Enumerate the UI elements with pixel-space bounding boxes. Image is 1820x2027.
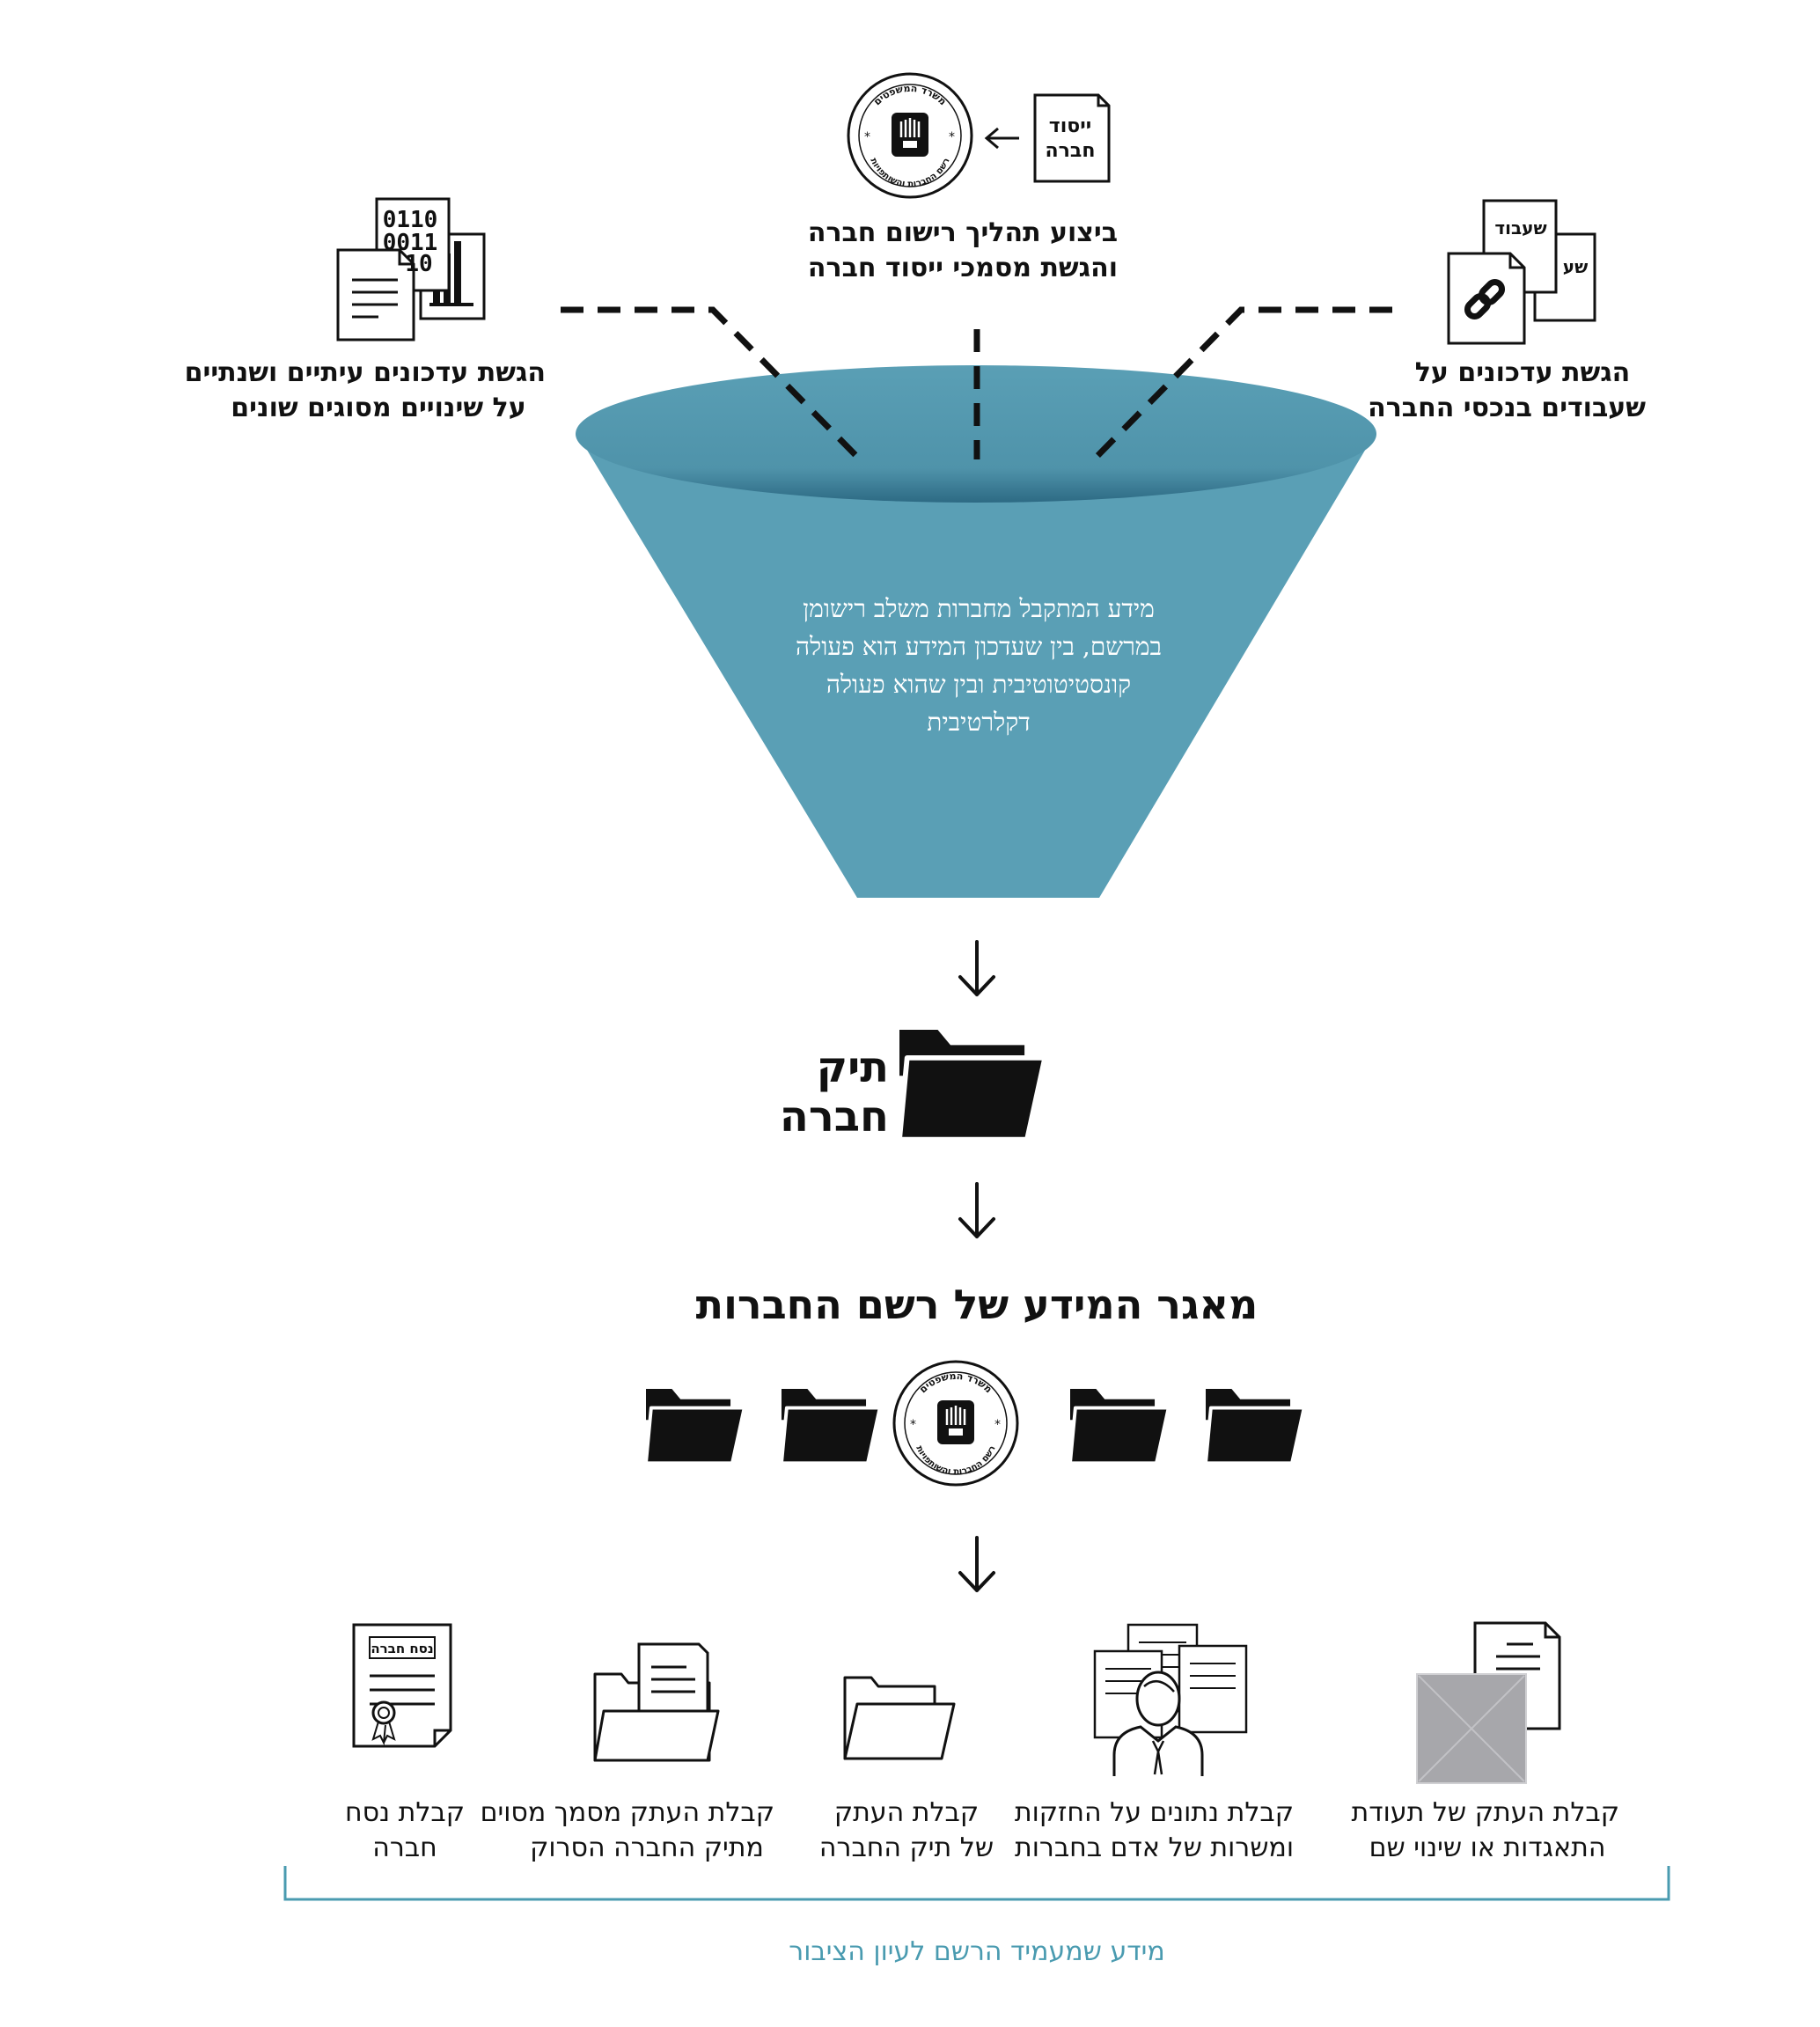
funnel (576, 365, 1376, 898)
database-folder-icon-4 (1204, 1387, 1306, 1465)
founding-document-label-word: חברה (1046, 140, 1096, 162)
arrow-left-icon (984, 127, 1019, 150)
service-label-2: קבלת העתק מסמך מסוים מתיק החברה הסרוק (480, 1796, 774, 1866)
ministry-stamp-top: משרד המשפטים רשם החברות והשותפויות (847, 72, 973, 199)
binary-text-line-2: 0011 (383, 230, 438, 256)
founding-document-icon (1033, 93, 1111, 183)
service-label-2-line1: קבלת העתק מסמך מסוים (480, 1797, 774, 1828)
certificate-document-icon (352, 1623, 452, 1748)
reports-documents-icon (336, 197, 486, 342)
database-folder-icon-2 (780, 1387, 882, 1465)
service-label-2-line2: מתיק החברה הסרוק (530, 1832, 764, 1863)
certificate-document-title: נסח חברה (371, 1641, 433, 1656)
link-chain-icon (1464, 278, 1506, 320)
public-info-bracket (283, 1866, 1670, 1901)
person-documents-icon (1093, 1623, 1248, 1776)
lien-updates-caption-line1: הגשת עדכונים על (1414, 357, 1631, 388)
lien-document-label-2: שע (1563, 256, 1589, 277)
founding-document-label: ייסוד חברה (1046, 115, 1096, 162)
founding-caption: ביצוע תהליך רישום חברה והגשת מסמכי ייסוד… (807, 216, 1118, 286)
company-file-label-line1: תיק (816, 1043, 889, 1092)
service-label-1-line2: חברה (372, 1832, 437, 1863)
lien-documents-icon (1447, 199, 1596, 345)
down-arrow-icon-2 (958, 1182, 995, 1238)
service-label-3: קבלת העתק של תיק החברה (810, 1796, 1003, 1866)
ministry-stamp-database: משרד המשפטים רשם החברות והשותפויות (892, 1360, 1019, 1487)
image-placeholder-document-icon (1416, 1621, 1561, 1784)
funnel-description: מידע המתקבל מחברות משלב רישומן במרשם, בי… (796, 594, 1162, 737)
service-label-1-line1: קבלת נסח (344, 1797, 465, 1828)
periodic-updates-caption: הגשת עדכונים עיתיים ושנתיים על שינויים מ… (184, 356, 546, 426)
founding-caption-line2: והגשת מסמכי ייסוד חברה (807, 253, 1118, 283)
open-folder-icon (843, 1676, 956, 1760)
inflow-dashed-lines (561, 306, 1392, 460)
service-label-4-line1: קבלת נתונים על החזקות (1014, 1797, 1294, 1828)
folder-with-document-icon (593, 1642, 720, 1762)
lien-document-label: שעבוד (1494, 217, 1546, 239)
binary-text-line-1: 0110 (383, 207, 438, 233)
periodic-updates-caption-line2: על שינויים מסוגים שונים (231, 393, 526, 423)
service-label-1: קבלת נסח חברה (308, 1796, 502, 1866)
database-folder-icon-1 (644, 1387, 746, 1465)
service-label-5: קבלת העתק של תעודת התאגדות או שינוי שם (1351, 1796, 1619, 1866)
founding-caption-line1: ביצוע תהליך רישום חברה (807, 217, 1118, 248)
database-title: מאגר המידע של רשם החברות (695, 1281, 1259, 1328)
service-label-4: קבלת נתונים על החזקות ומשרות של אדם בחבר… (1014, 1796, 1294, 1866)
company-file-label: תיק חברה (766, 1043, 889, 1142)
database-folder-icon-3 (1068, 1387, 1171, 1465)
lien-updates-caption: הגשת עדכונים על שעבודים בנכסי החברה (1368, 356, 1646, 426)
funnel-body (577, 434, 1375, 898)
service-label-4-line2: ומשרות של אדם בחברות (1015, 1832, 1294, 1863)
right-inflow-line (1093, 306, 1392, 460)
public-info-note: מידע שמעמיד הרשם לעיון הציבור (789, 1936, 1165, 1967)
service-label-3-line1: קבלת העתק (833, 1797, 980, 1828)
company-file-folder-icon (899, 1030, 1045, 1140)
left-inflow-line (561, 306, 861, 460)
funnel-rim (576, 365, 1376, 503)
service-label-5-line2: התאגדות או שינוי שם (1369, 1832, 1606, 1863)
company-file-label-line2: חברה (779, 1092, 889, 1142)
lien-updates-caption-line2: שעבודים בנכסי החברה (1368, 393, 1646, 423)
service-label-3-line2: של תיק החברה (818, 1832, 994, 1863)
down-arrow-icon-1 (958, 940, 995, 996)
founding-document-label-word: ייסוד (1049, 115, 1091, 137)
binary-text-line-3: 10 (405, 251, 432, 277)
periodic-updates-caption-line1: הגשת עדכונים עיתיים ושנתיים (184, 357, 546, 388)
service-label-5-line1: קבלת העתק של תעודת (1351, 1797, 1619, 1828)
down-arrow-icon-3 (958, 1536, 995, 1592)
